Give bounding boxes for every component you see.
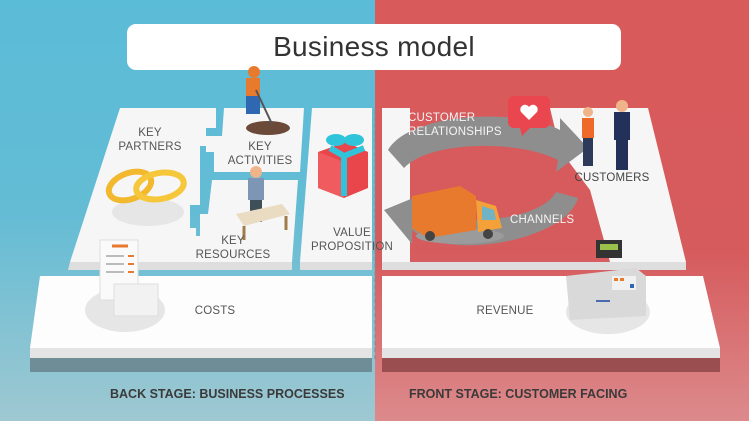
- receipt-icon: [85, 239, 165, 332]
- costs-label: COSTS: [194, 305, 236, 317]
- page-title: Business model: [273, 31, 475, 62]
- key-partners-block: [70, 108, 216, 262]
- customers-couple-icon: [582, 100, 630, 170]
- gift-box-icon: [318, 134, 368, 198]
- revenue-label: REVENUE: [476, 305, 534, 317]
- delivery-truck-icon: [412, 186, 504, 244]
- wedding-rings-icon: [105, 168, 187, 226]
- revenue-block: [382, 276, 720, 348]
- man-with-table-icon: [236, 166, 290, 240]
- value-proposition-label: VALUE PROPOSITION: [310, 227, 394, 253]
- title-banner: Business model: [127, 24, 621, 70]
- customers-label: CUSTOMERS: [574, 172, 650, 184]
- heart-speech-bubble-icon: [508, 96, 550, 136]
- back-stage-label: BACK STAGE: BUSINESS PROCESSES: [110, 387, 345, 401]
- channels-label: CHANNELS: [510, 214, 575, 226]
- customer-relationships-label: CUSTOMER RELATIONSHIPS: [408, 112, 502, 138]
- cash-register-icon: [566, 240, 650, 334]
- cycle-arrows-icon: [388, 116, 588, 172]
- key-resources-label: KEY RESOURCES: [195, 235, 271, 261]
- key-activities-label: KEY ACTIVITIES: [227, 141, 293, 167]
- front-stage-label: FRONT STAGE: CUSTOMER FACING: [409, 387, 628, 401]
- worker-digging-icon: [246, 66, 290, 135]
- key-partners-label: KEY PARTNERS: [118, 127, 182, 153]
